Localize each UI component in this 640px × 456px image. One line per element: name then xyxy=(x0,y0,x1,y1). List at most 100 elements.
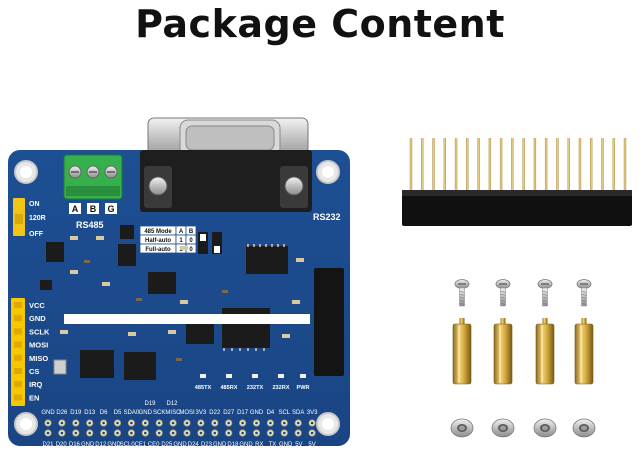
screw xyxy=(495,279,511,307)
header-pin xyxy=(522,138,525,192)
brass-standoff xyxy=(535,318,555,385)
gpio-label: 3V3 xyxy=(307,410,318,416)
header-pin xyxy=(511,138,514,192)
spi-label: CS xyxy=(29,367,39,376)
gpio-label: D12 xyxy=(95,442,107,448)
gpio-label: D16 xyxy=(69,442,81,448)
brass-standoff xyxy=(574,318,594,385)
spi-pin xyxy=(14,368,22,374)
header-pin xyxy=(488,138,492,192)
spi-pin xyxy=(14,381,22,388)
gpio-label: MISO xyxy=(165,410,181,416)
silk-strip xyxy=(64,314,310,324)
gpio-label: SCL0 xyxy=(120,442,136,448)
screw xyxy=(454,279,470,307)
spi-pin xyxy=(14,302,22,308)
mode-table-text: A xyxy=(179,229,184,235)
rs485-label: RS485 xyxy=(76,220,104,230)
gpio-label: 5V xyxy=(295,442,302,448)
gpio-label: D25 xyxy=(161,442,173,448)
led-label: 485RX xyxy=(220,385,237,391)
spi-pin xyxy=(14,315,22,322)
mode-table-text: Full-auto xyxy=(145,247,171,253)
db9-body xyxy=(140,150,312,212)
header-pin xyxy=(421,138,424,192)
terminal-label-b: B xyxy=(90,204,97,214)
header-pin xyxy=(409,138,413,192)
gpio-label: GND xyxy=(239,442,253,448)
header-pin xyxy=(466,138,469,192)
mode-table-text: 485 Mode xyxy=(144,229,172,235)
header-pin xyxy=(623,138,627,192)
spi-label: MOSI xyxy=(29,341,48,350)
gpio-label: D27 xyxy=(223,410,235,416)
header-pin xyxy=(443,138,446,192)
page-title: Package Content xyxy=(135,2,505,46)
gpio-label: GND xyxy=(213,442,227,448)
terminal-label-a: A xyxy=(72,204,79,214)
header-pin xyxy=(499,138,503,192)
hex-nut xyxy=(533,418,557,438)
screw xyxy=(537,279,553,307)
spi-label: MISO xyxy=(29,354,48,363)
gpio-label: D13 xyxy=(84,410,96,416)
termination-switch xyxy=(13,198,25,236)
female-pin-header xyxy=(402,138,632,226)
gpio-label: RX xyxy=(255,442,263,448)
gpio-label: GND xyxy=(173,442,187,448)
brass-standoff xyxy=(452,318,472,385)
led-label: 232RX xyxy=(272,385,289,391)
rs485-terminal-block xyxy=(63,154,123,200)
spi-label: SCLK xyxy=(29,327,50,336)
gpio-label: D23 xyxy=(201,442,213,448)
header-pin xyxy=(556,138,559,192)
gpio-label: GND xyxy=(279,442,293,448)
spi-label: GND xyxy=(29,314,46,323)
header-pin xyxy=(533,138,537,192)
switch-label: 120R xyxy=(29,215,46,222)
led-label: PWR xyxy=(296,385,309,391)
gpio-label: D24 xyxy=(188,442,200,448)
spi-pin xyxy=(14,328,22,335)
gpio-label: MOSI xyxy=(179,410,195,416)
gpio-label: D17 xyxy=(237,410,249,416)
rs232-label: RS232 xyxy=(313,212,341,222)
gpio-label: CE0 xyxy=(148,442,160,448)
gpio-label: GND xyxy=(139,410,153,416)
led-label: 232TX xyxy=(247,385,264,391)
spi-pin xyxy=(14,354,22,361)
screw xyxy=(576,279,592,307)
gpio-label: D26 xyxy=(56,410,68,416)
mode-table-text: Half-auto xyxy=(145,238,171,244)
gpio-label: SDA xyxy=(292,410,304,416)
gpio-label: SCL xyxy=(278,410,290,416)
spi-label: VCC xyxy=(29,301,45,310)
gpio-label: D5 xyxy=(114,410,122,416)
terminal-label-g: G xyxy=(107,204,114,214)
terminal-label-box xyxy=(87,203,99,214)
gpio-label: D18 xyxy=(227,442,239,448)
mode-table-text: 0 xyxy=(189,247,193,253)
status-leds xyxy=(200,374,306,378)
gpio-label: 3V3 xyxy=(196,410,207,416)
gpio-label: D20 xyxy=(56,442,68,448)
gpio-label: GND xyxy=(81,442,95,448)
mode-table-text: 0 xyxy=(189,238,193,244)
spi-pin xyxy=(14,341,22,348)
hex-nut xyxy=(491,418,515,438)
gpio-label: GND xyxy=(107,442,121,448)
mounting-holes xyxy=(14,160,340,436)
header-pin xyxy=(612,138,615,192)
spi-label: EN xyxy=(29,393,39,402)
gpio-label: D22 xyxy=(209,410,221,416)
side-connector xyxy=(314,268,344,376)
hex-nut xyxy=(572,418,596,438)
header-pin xyxy=(432,138,435,192)
header-pin xyxy=(590,138,593,192)
